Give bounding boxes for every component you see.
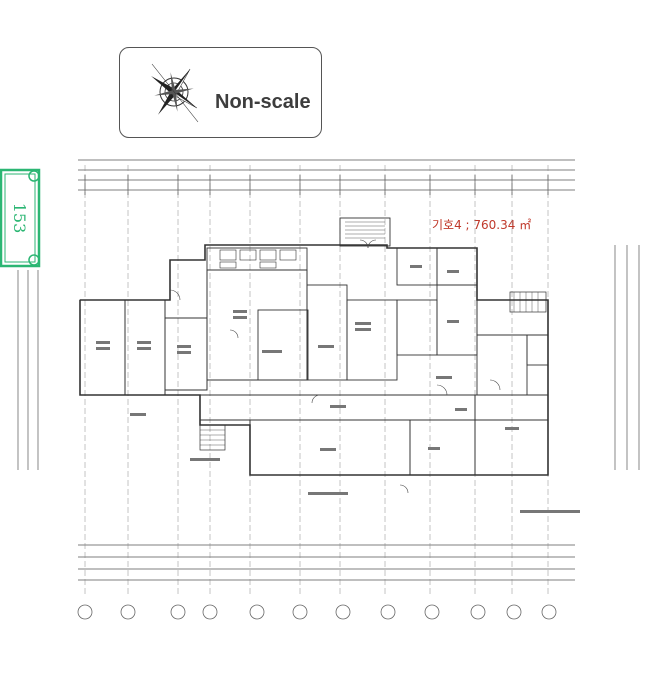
- stamp-number: 153: [10, 203, 29, 234]
- room-annotations: [96, 265, 580, 513]
- door-swings: [169, 239, 501, 494]
- dimension-lines: [17, 159, 640, 581]
- grid-axis-bubbles: [77, 604, 557, 620]
- dimension-ticks: [84, 175, 549, 195]
- building-walls: [79, 217, 549, 476]
- scale-note: Non-scale: [215, 91, 311, 113]
- compass-rose-icon: [151, 63, 199, 123]
- parcel-stamp: 153: [0, 168, 41, 268]
- area-label: 기호4 ; 760.34 ㎡: [432, 218, 532, 232]
- legend-box: Non-scale: [119, 47, 322, 138]
